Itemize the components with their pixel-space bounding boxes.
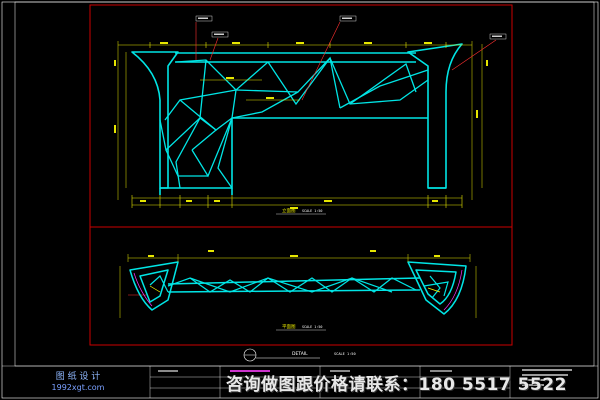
- elevation-dim-text: [114, 42, 488, 209]
- elevation-caption: 立面图 SCALE 1:50: [276, 207, 326, 215]
- title-block-text: [158, 369, 572, 386]
- detail-marker: DETAIL SCALE 1:50: [243, 348, 356, 362]
- title-block: [2, 365, 598, 398]
- plan-right-end: [407, 261, 467, 315]
- elevation-dimensions: [117, 41, 483, 208]
- detail-scale: SCALE 1:50: [334, 352, 356, 356]
- plan-caption-title: 平面图: [282, 324, 296, 330]
- logo-url: 1992xgt.com: [51, 383, 105, 392]
- leader-lines: [128, 21, 497, 296]
- plan-caption: 平面图 SCALE 1:50: [276, 324, 326, 331]
- leader-tags: [195, 15, 507, 40]
- elevation-lattice: [159, 56, 429, 189]
- detail-label: DETAIL: [292, 351, 308, 357]
- elevation-viewport: [89, 4, 513, 228]
- elevation-caption-title: 立面图: [282, 207, 296, 214]
- plan-lattice: [149, 275, 449, 299]
- contact-watermark: 咨询做图跟价格请联系：180 5517 5522: [226, 375, 567, 395]
- left-pillar: [131, 51, 179, 189]
- logo-title: 图 纸 设 计: [55, 372, 101, 382]
- right-pillar: [407, 43, 463, 189]
- plan-left-end: [129, 261, 179, 311]
- plan-viewport: [89, 226, 513, 346]
- plan-accent: [133, 269, 463, 311]
- plan-dim-text: [148, 250, 440, 257]
- plan-caption-scale: SCALE 1:50: [302, 325, 322, 329]
- plan-dimensions: [119, 254, 477, 318]
- elevation-caption-scale: SCALE 1:50: [302, 209, 322, 213]
- elevation-structure: [131, 43, 463, 195]
- logo: 图 纸 设 计 1992xgt.com: [38, 372, 118, 398]
- drawing-border: [14, 1, 595, 367]
- lower-left-block: [160, 117, 428, 189]
